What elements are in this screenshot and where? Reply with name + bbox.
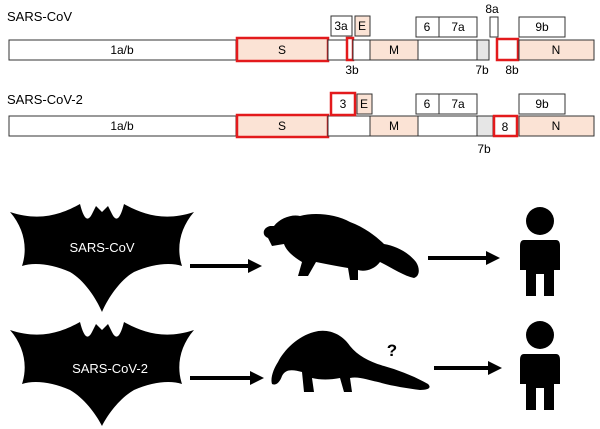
intergenic-segment [352,39,371,61]
gene-8b: 8b [495,37,520,77]
gene-m: M [369,115,419,137]
gene-label-6: 6 [424,97,431,111]
bat-label-sars-cov-2: SARS-CoV-2 [72,361,148,376]
gene-1ab: 1a/b [8,115,237,137]
gene-7b: 7b [475,39,490,77]
gene-label-3b: 3b [345,63,359,77]
gene-9b: 9b [518,93,566,115]
gene-label-8: 8 [502,120,509,134]
gene-label-1ab: 1a/b [110,43,134,57]
human-icon [520,207,560,296]
gene-label-m: M [389,43,399,57]
gene-9b: 9b [518,16,566,38]
gene-label-n: N [552,43,561,57]
gene-label-9b: 9b [535,20,549,34]
gene-8a: 8a [485,2,499,38]
intergenic-segment [327,39,348,61]
gene-e: E [356,93,373,115]
human-icon [520,321,560,410]
gene-label-3a: 3a [334,19,348,33]
gene-7a: 7a [438,16,478,38]
arrow-icon [190,259,262,273]
gene-8: 8 [492,114,519,138]
gene-label-6: 6 [424,20,431,34]
gene-label-8a: 8a [485,2,499,16]
genome-title-sars-cov: SARS-CoV [7,9,73,24]
gene-label-s: S [278,119,286,133]
genome-title-sars-cov-2: SARS-CoV-2 [7,92,83,107]
gene-label-9b: 9b [535,97,549,111]
gene-7b: 7b [476,115,494,156]
bat-icon: SARS-CoV-2 [10,322,194,426]
arrow-icon [434,361,502,375]
gene-label-7b: 7b [475,63,489,77]
gene-label-8b: 8b [505,63,519,77]
intergenic-segment [417,115,478,137]
uncertainty-mark: ? [387,341,397,360]
arrow-icon [190,371,264,385]
gene-label-7a: 7a [451,97,465,111]
transmission-route-sars-cov: SARS-CoV [10,204,560,312]
genome-map-sars-cov-2: 1a/b S 3 E M 6 7a 7b [8,91,595,156]
bat-label-sars-cov: SARS-CoV [69,240,134,255]
gene-3a: 3a [330,15,353,37]
intergenic-segment [327,115,371,137]
gene-label-s: S [278,43,286,57]
gene-label-m: M [389,119,399,133]
bat-icon: SARS-CoV [10,204,194,312]
genome-map-sars-cov: 1a/b S 3b 3a E M 6 7a [8,2,595,77]
gene-6: 6 [415,16,440,38]
gene-label-e: E [358,19,366,33]
gene-e: E [354,15,371,37]
gene-label-7b: 7b [477,142,491,156]
gene-label-e: E [360,97,368,111]
gene-3: 3 [329,91,357,117]
gene-label-n: N [552,119,561,133]
gene-m: M [369,39,419,61]
gene-n: N [518,39,595,61]
intergenic-segment [417,39,478,61]
gene-label-7a: 7a [451,20,465,34]
pangolin-icon: ? [271,330,430,392]
gene-6: 6 [415,93,440,115]
arrow-icon [428,251,500,265]
gene-1ab: 1a/b [8,39,237,61]
gene-label-1ab: 1a/b [110,119,134,133]
gene-n: N [518,115,595,137]
transmission-route-sars-cov-2: SARS-CoV-2 ? [10,321,560,426]
gene-label-3: 3 [340,97,347,111]
civet-icon [263,214,419,280]
gene-s: S [235,36,330,63]
gene-7a: 7a [438,93,478,115]
gene-s: S [235,113,330,139]
